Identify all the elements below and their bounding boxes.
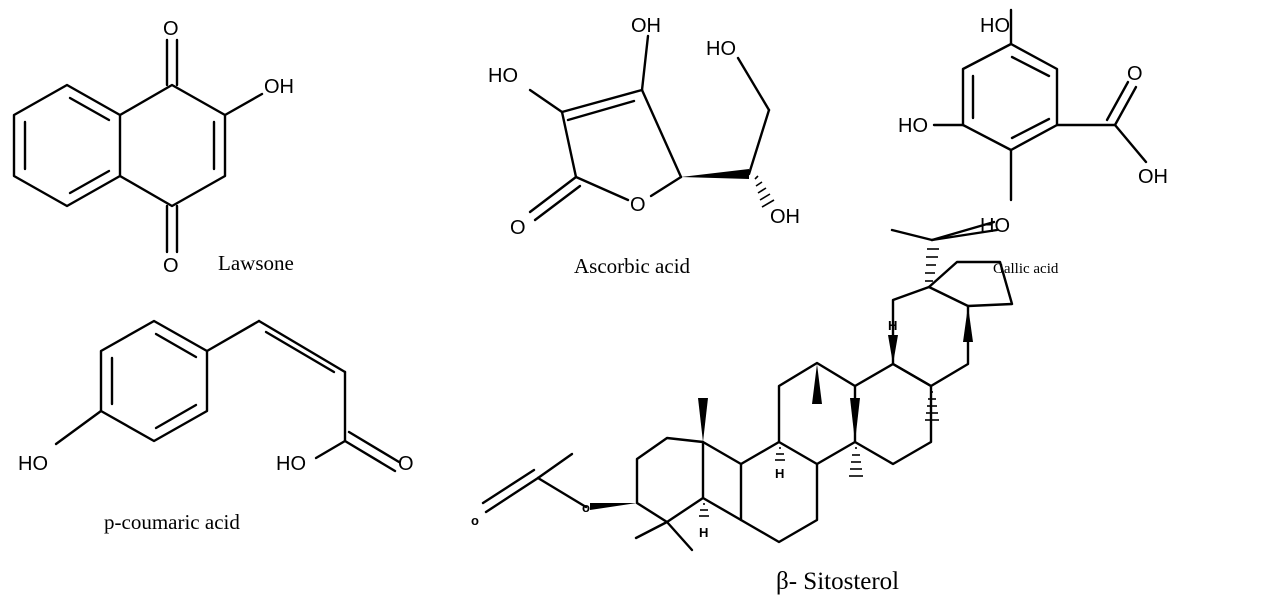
- ascorbic-o-ring: O: [630, 194, 646, 216]
- ascorbic-acid-structure: OH HO HO O O OH: [488, 15, 800, 239]
- sitosterol-h-bottom: H: [699, 525, 708, 540]
- lawsone-o-top: O: [163, 18, 179, 40]
- sitosterol-h-top: H: [888, 318, 897, 333]
- coumaric-o-carbonyl: O: [398, 453, 414, 475]
- sitosterol-o-carbonyl: o: [471, 513, 479, 528]
- gallic-acid-structure: HO HO HO O OH: [898, 8, 1168, 237]
- coumaric-ho-phenol: HO: [18, 453, 48, 475]
- lawsone-label: Lawsone: [218, 251, 294, 275]
- ascorbic-o-carbonyl: O: [510, 217, 526, 239]
- beta-sitosterol-structure: H H H o o: [471, 220, 1014, 552]
- ascorbic-acid-label: Ascorbic acid: [574, 254, 691, 278]
- gallic-acid-label: Gallic acid: [993, 261, 1059, 277]
- sitosterol-o-ester: o: [582, 500, 590, 515]
- ascorbic-oh-bottom: OH: [770, 206, 800, 228]
- lawsone-structure: O O OH: [12, 18, 294, 277]
- gallic-ho-left: HO: [898, 115, 928, 137]
- beta-sitosterol-label: β- Sitosterol: [776, 568, 899, 595]
- coumaric-ho-acid: HO: [276, 453, 306, 475]
- gallic-ho-top: HO: [980, 15, 1010, 37]
- sitosterol-h-mid: H: [775, 466, 784, 481]
- ascorbic-ho-left: HO: [488, 65, 518, 87]
- gallic-oh: OH: [1138, 166, 1168, 188]
- lawsone-oh: OH: [264, 76, 294, 98]
- ascorbic-ho-right: HO: [706, 38, 736, 60]
- gallic-o-carbonyl: O: [1127, 63, 1143, 85]
- lawsone-o-bottom: O: [163, 255, 179, 277]
- ascorbic-oh-top: OH: [631, 15, 661, 37]
- p-coumaric-acid-structure: HO HO O: [18, 319, 414, 475]
- p-coumaric-acid-label: p-coumaric acid: [104, 510, 240, 534]
